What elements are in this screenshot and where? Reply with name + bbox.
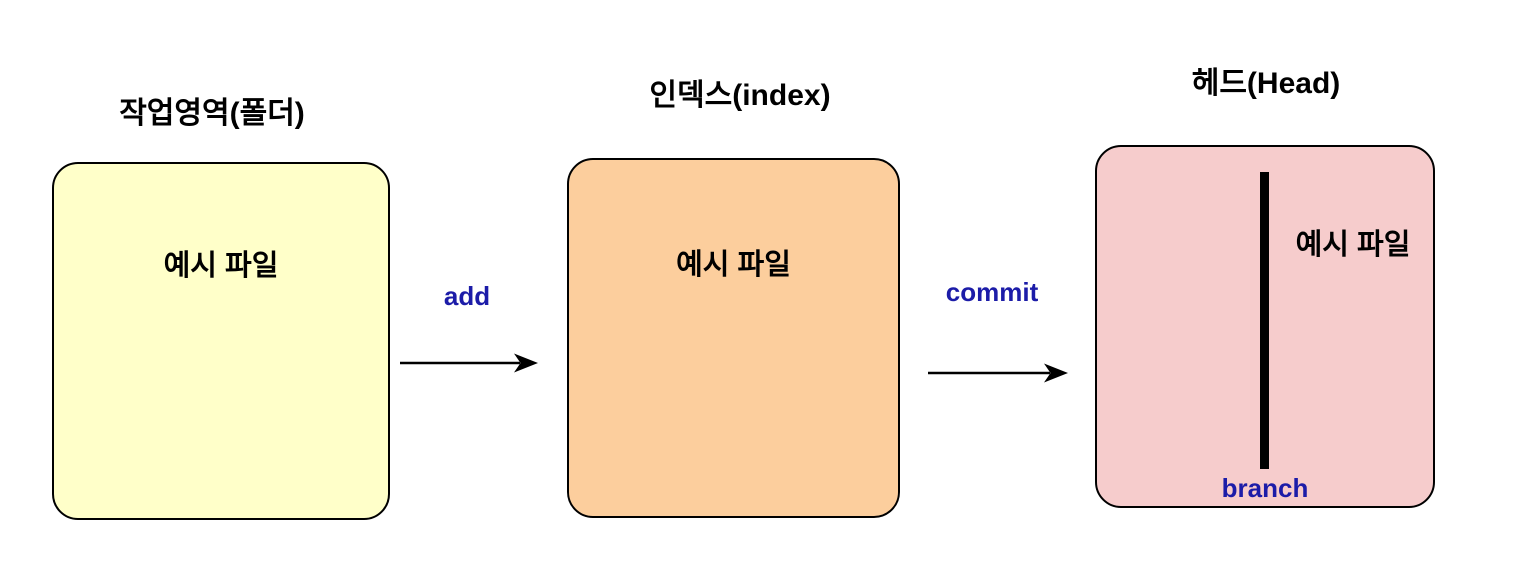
index-title: 인덱스(index) (649, 79, 831, 112)
working-area-file-label: 예시 파일 (163, 250, 279, 282)
commit-arrow-label: commit (945, 277, 1039, 307)
index-file-label: 예시 파일 (676, 249, 791, 281)
commit-arrow (928, 363, 1068, 383)
add-arrow-label: add (443, 281, 491, 311)
working-area-box: 예시 파일 (52, 162, 390, 520)
add-arrow (400, 353, 538, 373)
branch-label: branch (1221, 473, 1309, 503)
head-file-label: 예시 파일 (1295, 229, 1411, 261)
index-box: 예시 파일 (567, 158, 900, 518)
working-area-title: 작업영역(폴더) (119, 97, 305, 130)
head-title: 헤드(Head) (1191, 67, 1341, 100)
head-box: 예시 파일 branch (1095, 145, 1435, 508)
branch-line (1260, 172, 1269, 469)
